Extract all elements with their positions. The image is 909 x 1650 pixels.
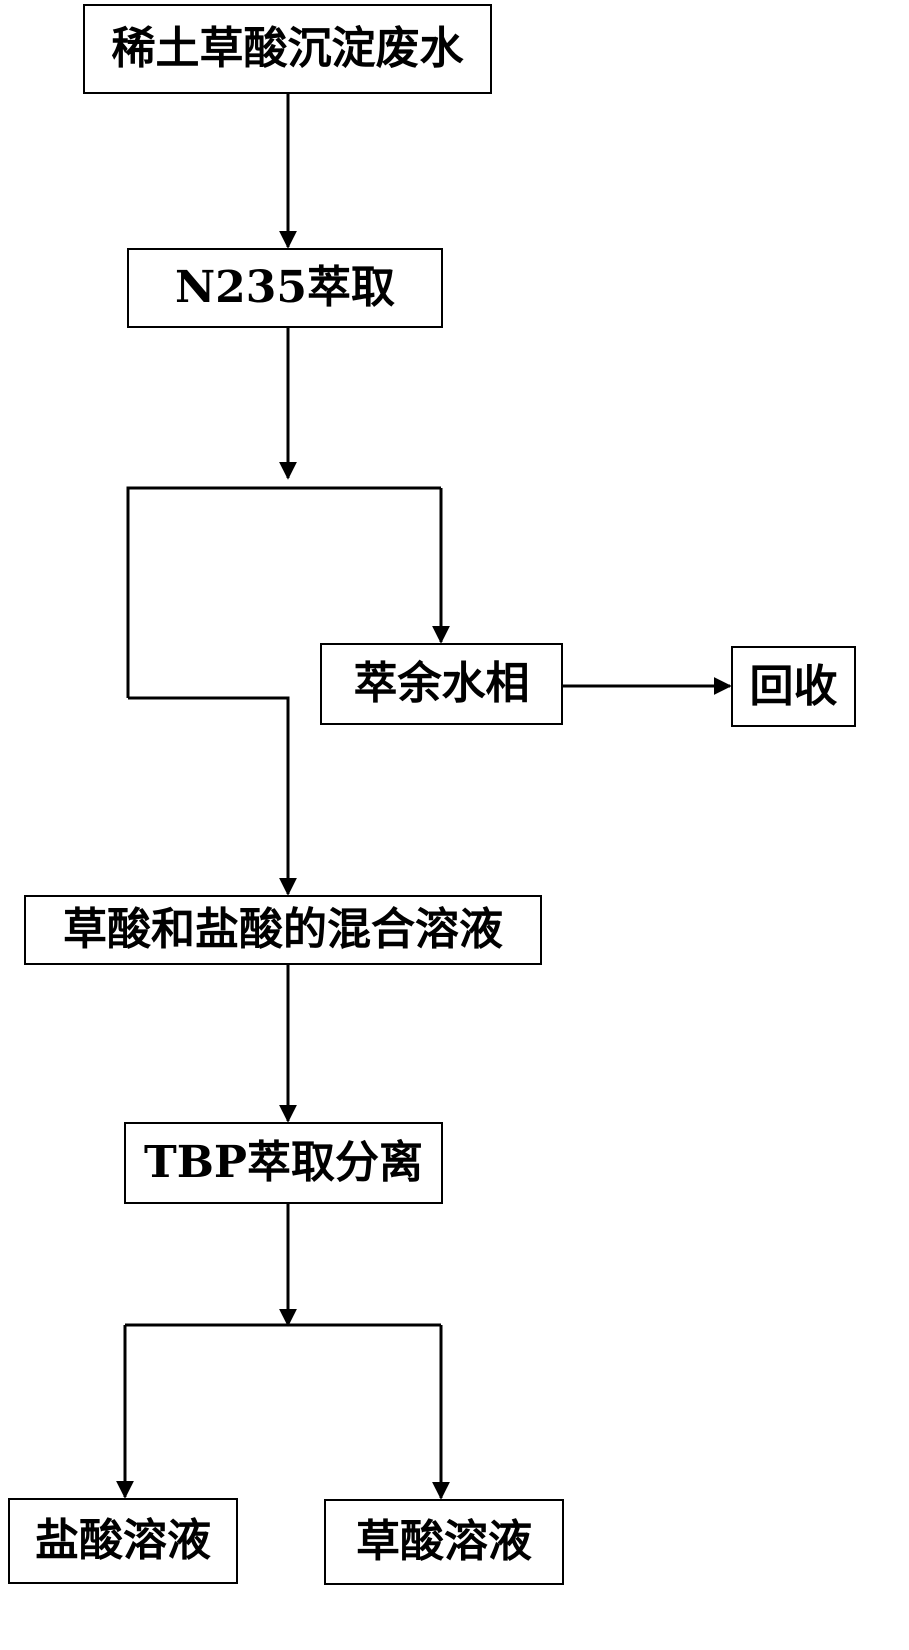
node-n235-extraction-label: N235萃取 [174,262,396,313]
node-hcl-solution-label: 盐酸溶液 [35,1515,211,1566]
node-oxalic-solution: 草酸溶液 [324,1499,564,1585]
node-hcl-solution: 盐酸溶液 [8,1498,238,1584]
split-line-n235 [126,486,441,698]
node-tbp-separation-label: TBP萃取分离 [143,1137,424,1188]
node-mixed-solution: 草酸和盐酸的混合溶液 [24,895,542,965]
node-recovery: 回收 [731,646,856,727]
node-oxalic-solution-label: 草酸溶液 [356,1516,532,1567]
node-mixed-solution-label: 草酸和盐酸的混合溶液 [63,904,503,955]
node-recovery-label: 回收 [749,660,838,712]
node-raffinate-aqueous-label: 萃余水相 [353,658,530,709]
arrow-to-mixed-solution [128,696,297,896]
node-n235-extraction: N235萃取 [127,248,443,328]
node-waste-water-label: 稀土草酸沉淀废水 [111,23,464,74]
node-waste-water: 稀土草酸沉淀废水 [83,4,492,94]
node-raffinate-aqueous: 萃余水相 [320,643,563,725]
node-tbp-separation: TBP萃取分离 [124,1122,443,1204]
